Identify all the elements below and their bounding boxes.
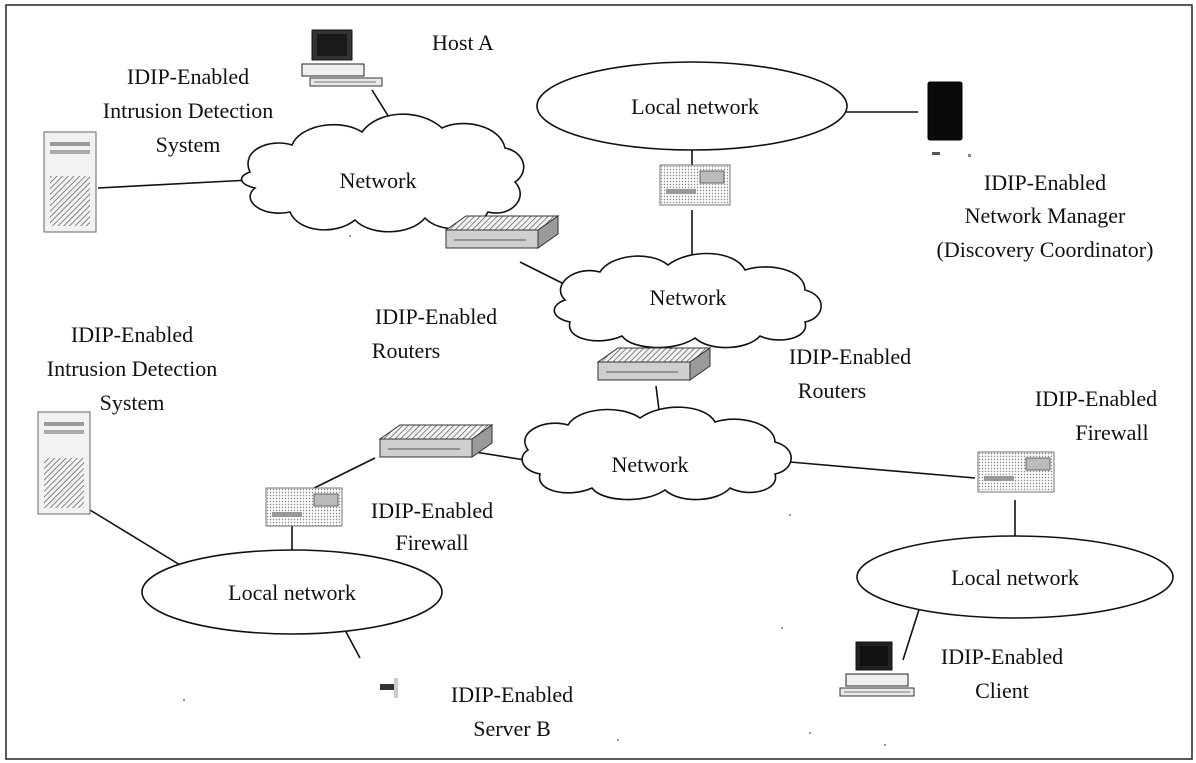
firewall-device-icon xyxy=(265,487,343,527)
server-icon xyxy=(380,678,398,698)
local-network-right-label: Local network xyxy=(951,565,1079,590)
link-ids-left-to-local-left xyxy=(89,509,186,569)
router-icon xyxy=(378,424,494,458)
firewall-left-label: IDIP-Enabled Firewall xyxy=(371,498,493,555)
network-cloud-middle-label: Network xyxy=(650,285,727,310)
firewall-left-label-line-2: Firewall xyxy=(395,530,468,555)
ids-top-label-line-1: IDIP-Enabled xyxy=(127,64,249,89)
network-cloud-top: Network xyxy=(240,113,525,233)
routers-left-label-line-1: IDIP-Enabled xyxy=(375,304,497,329)
server-b-label: IDIP-Enabled Server B xyxy=(451,682,573,741)
link-network-bottom-to-router-left xyxy=(474,451,526,461)
routers-left-label: IDIP-Enabled Routers xyxy=(372,304,497,363)
server-b-label-line-2: Server B xyxy=(473,716,551,741)
network-cloud-bottom-label: Network xyxy=(612,452,689,477)
network-cloud-middle: Network xyxy=(553,252,822,349)
tower-server-icon xyxy=(37,411,91,515)
firewall-device-icon xyxy=(977,451,1055,493)
firewall-right-label-line-1: IDIP-Enabled xyxy=(1035,386,1157,411)
scan-specks xyxy=(183,235,886,746)
link-local-left-to-server-b xyxy=(344,629,361,659)
host-a-label: Host A xyxy=(432,30,494,55)
ids-left-label-line-1: IDIP-Enabled xyxy=(71,322,193,347)
ids-left-label: IDIP-Enabled Intrusion Detection System xyxy=(47,322,217,415)
routers-right-label: IDIP-Enabled Routers xyxy=(789,344,911,403)
network-cloud-bottom: Network xyxy=(521,406,792,501)
routers-right-label-line-1: IDIP-Enabled xyxy=(789,344,911,369)
local-network-left-label: Local network xyxy=(228,580,356,605)
diagram-border xyxy=(5,4,1193,760)
router-icon xyxy=(596,347,712,381)
ids-top-label-line-2: Intrusion Detection xyxy=(103,98,273,123)
network-manager-label: IDIP-Enabled Network Manager (Discovery … xyxy=(937,170,1154,262)
firewall-right-label-line-2: Firewall xyxy=(1075,420,1148,445)
network-manager-label-line-2: Network Manager xyxy=(965,203,1126,228)
network-manager-label-line-1: IDIP-Enabled xyxy=(984,170,1106,195)
client-label-line-1: IDIP-Enabled xyxy=(941,644,1063,669)
ids-left-label-line-3: System xyxy=(100,390,165,415)
routers-left-label-line-2: Routers xyxy=(372,338,440,363)
local-network-right: Local network xyxy=(856,535,1174,619)
local-network-left: Local network xyxy=(141,549,443,635)
desktop-computer-icon xyxy=(839,641,915,697)
router-icon xyxy=(444,215,560,249)
network-manager-label-line-3: (Discovery Coordinator) xyxy=(937,237,1154,262)
client-label: IDIP-Enabled Client xyxy=(941,644,1063,703)
firewall-right-label: IDIP-Enabled Firewall xyxy=(1035,386,1157,445)
network-manager-device-icon xyxy=(927,81,971,157)
link-network-bottom-to-firewall-right xyxy=(789,461,976,479)
routers-right-label-line-2: Routers xyxy=(798,378,866,403)
ids-top-label-line-3: System xyxy=(156,132,221,157)
link-ids-top-to-network-top xyxy=(97,179,251,189)
tower-server-icon xyxy=(43,131,97,233)
ids-left-label-line-2: Intrusion Detection xyxy=(47,356,217,381)
client-label-line-2: Client xyxy=(975,678,1029,703)
local-network-top-label: Local network xyxy=(631,94,759,119)
network-cloud-top-label: Network xyxy=(340,168,417,193)
local-network-top: Local network xyxy=(536,61,848,151)
firewall-left-label-line-1: IDIP-Enabled xyxy=(371,498,493,523)
server-b-label-line-1: IDIP-Enabled xyxy=(451,682,573,707)
ids-top-label: IDIP-Enabled Intrusion Detection System xyxy=(103,64,273,157)
desktop-computer-icon xyxy=(301,29,383,87)
firewall-device-icon xyxy=(659,164,731,206)
